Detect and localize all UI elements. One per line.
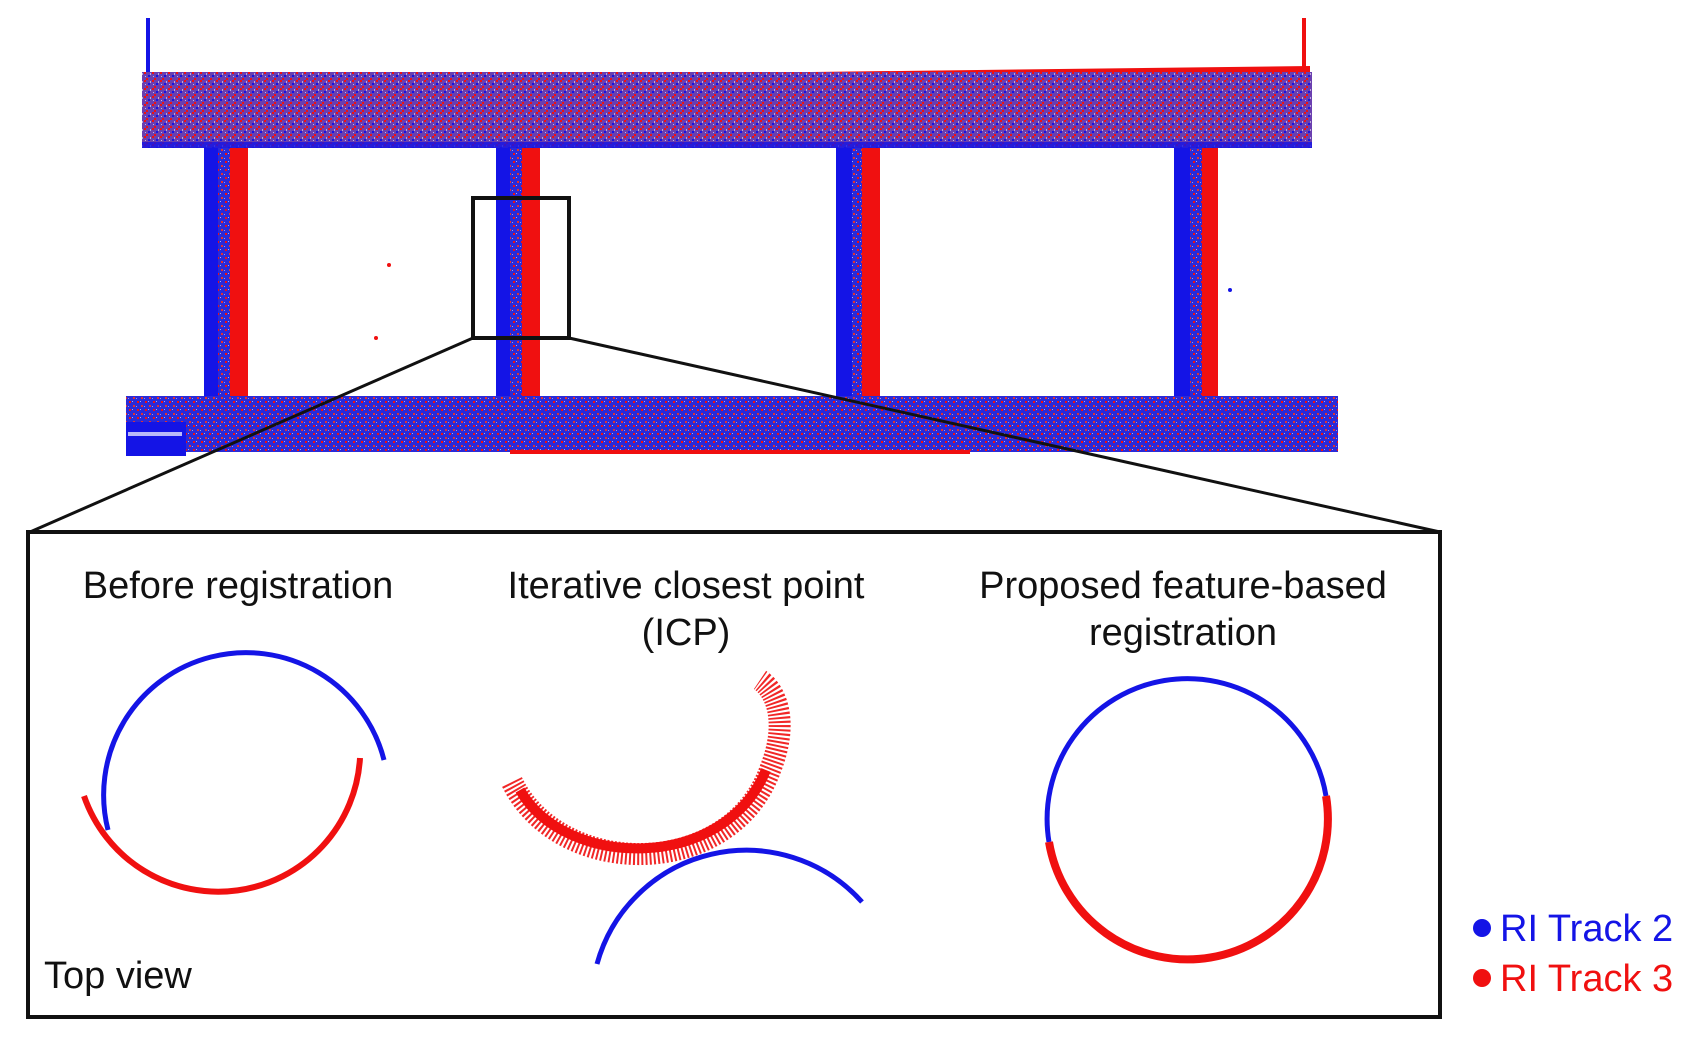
legend-track3-label: RI Track 3 [1500,958,1673,1000]
legend: RI Track 2 RI Track 3 [1473,908,1673,1000]
panel-title-icp-line1: Iterative closest point [508,565,865,607]
proposed-track3-arc [1045,795,1332,964]
stray-point [374,336,378,340]
legend-track3-marker [1473,969,1491,987]
before-track2-arc [101,650,387,831]
legend-track2-marker [1473,919,1491,937]
stray-point [387,263,391,267]
top-beam [142,72,1312,148]
zoom-leader-left [29,336,474,534]
right-top-wire [1302,18,1306,84]
zoom-leader-right [568,336,1441,534]
panel-title-icp-line2: (ICP) [642,612,731,654]
icp-arcs [502,670,864,965]
zoom-box [471,196,571,340]
top-beam-blue-lower-edge [142,142,1312,148]
bottom-beam-red-underline [510,450,970,454]
bottom-beam-left-stub [126,422,186,456]
column-2 [496,148,540,396]
panel-title-proposed-line1: Proposed feature-based [979,565,1387,607]
frame-point-cloud [126,18,1338,456]
column-1 [204,148,248,396]
legend-track2-label: RI Track 2 [1500,908,1673,950]
panel-title-proposed-line2: registration [1089,612,1277,654]
panel-title-before: Before registration [83,565,394,607]
proposed-track2-arc [1044,676,1329,843]
icp-track3-arc-core [515,768,771,854]
bottom-beam [126,396,1338,452]
bottom-beam-left-stub-gap [128,432,182,436]
before-track3-arc [81,757,363,895]
icp-track2-arc [594,847,864,965]
column-4 [1174,148,1218,396]
top-view-label: Top view [44,955,192,997]
stray-point [1228,288,1232,292]
proposed-registration-circle [1044,676,1332,964]
left-top-wire [146,18,150,84]
before-registration-arcs [81,650,387,895]
inset-panel-frame [26,530,1442,1019]
column-3 [836,148,880,396]
